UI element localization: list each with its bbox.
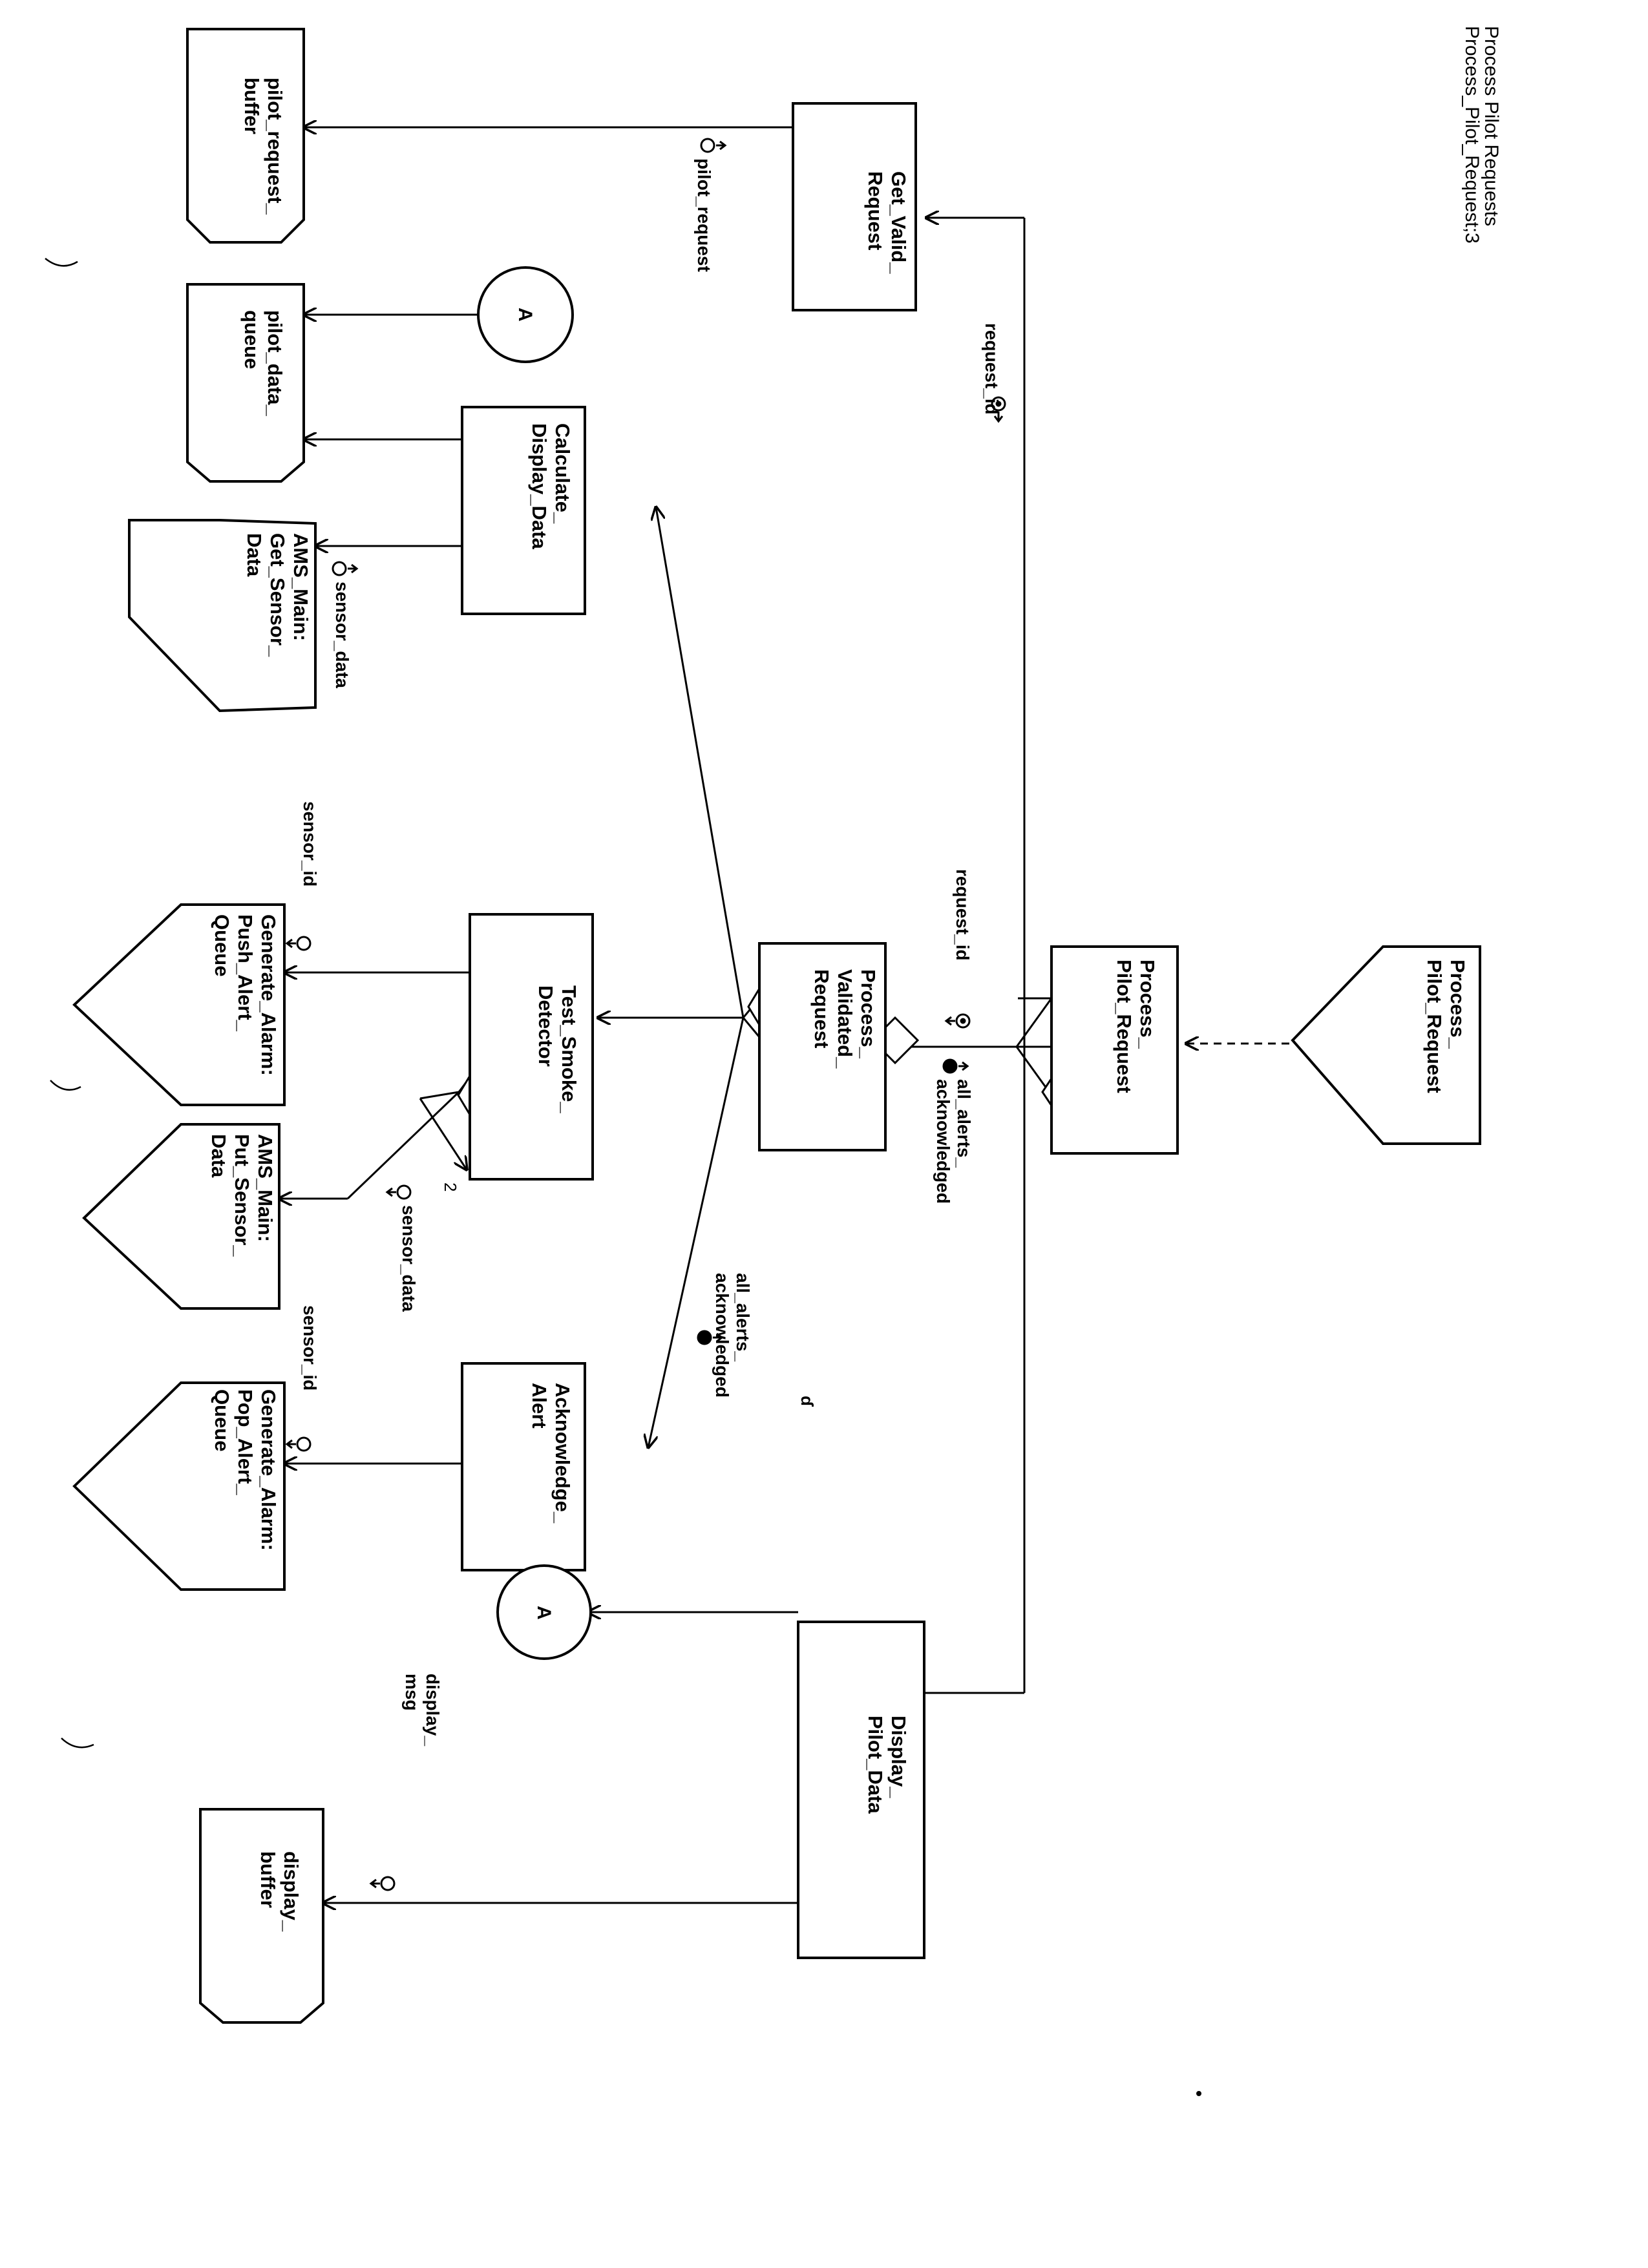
- couple-text: msg: [402, 1674, 422, 1711]
- module-line: Generate_Alarm:: [257, 914, 280, 1076]
- store-line: queue: [240, 310, 263, 369]
- module-call-box: Process_ Pilot_Request: [1050, 945, 1179, 1155]
- box-line: Pilot_Data: [864, 1716, 887, 1814]
- diagram-title: Process Pilot Requests: [1481, 26, 1502, 226]
- couple-label: request_id: [982, 323, 1002, 415]
- module-line: Data: [207, 1134, 230, 1178]
- module-call-box: Process_ Validated_ Request: [758, 942, 887, 1151]
- store-line: display_: [280, 1851, 302, 1932]
- couple-text: sensor_id: [300, 801, 320, 887]
- scan-dot: [1196, 2091, 1201, 2096]
- module-line: Generate_Alarm:: [257, 1389, 280, 1551]
- module-line: Push_Alert_: [234, 914, 257, 1032]
- module-call-box: Acknowledge_ Alert: [461, 1362, 586, 1571]
- couple-label: all_alerts_ acknowledged: [933, 1079, 974, 1204]
- store-line: buffer: [257, 1851, 279, 1908]
- couple-text: pilot_request: [694, 158, 714, 272]
- iteration-count: 2: [441, 1182, 460, 1192]
- module-line: Get_Sensor_: [266, 533, 289, 657]
- external-module: Process_ Pilot_Request: [1291, 945, 1481, 1145]
- box-line: Process_: [1136, 960, 1159, 1049]
- diagram-id: Process_Pilot_Request;3: [1461, 26, 1483, 244]
- stray-scribble: ɗ: [798, 1396, 817, 1407]
- external-module: Generate_Alarm: Pop_Alert_ Queue: [72, 1381, 286, 1591]
- couple-text: display_: [423, 1674, 443, 1746]
- box-line: Display_Data: [528, 423, 551, 549]
- couple-label: all_alerts_ acknowledged: [712, 1273, 753, 1398]
- box-line: Acknowledge_: [551, 1383, 574, 1524]
- couple-label: request_id: [953, 869, 973, 961]
- data-store: pilot_request_ buffer: [186, 28, 305, 244]
- couple-symbols: [285, 138, 1006, 1891]
- external-module: Generate_Alarm: Push_Alert_ Queue: [72, 903, 286, 1106]
- module-line: AMS_Main:: [290, 533, 312, 641]
- module-call-box: Test_Smoke_ Detector: [469, 913, 594, 1181]
- box-line: Get_Valid_: [887, 171, 910, 274]
- box-line: Test_Smoke_: [558, 985, 580, 1113]
- couple-text: sensor_data: [399, 1205, 419, 1312]
- couple-label: sensor_id: [300, 1305, 320, 1391]
- connector-circle: A: [496, 1564, 592, 1660]
- couple-text: sensor_id: [300, 1305, 320, 1391]
- external-module: AMS_Main: Get_Sensor_ Data: [128, 519, 317, 713]
- module-line: Queue: [211, 1389, 233, 1451]
- box-line: Detector: [534, 985, 557, 1067]
- module-line: Process_: [1446, 960, 1469, 1049]
- couple-text: request_id: [982, 323, 1002, 415]
- module-call-box: Calculate_ Display_Data: [461, 406, 586, 615]
- box-line: Process_: [857, 969, 880, 1059]
- couple-text: acknowledged: [933, 1079, 953, 1204]
- data-store: display_ buffer: [199, 1808, 324, 2024]
- store-line: buffer: [240, 78, 263, 134]
- connector-circle: A: [477, 266, 574, 363]
- module-line: Data: [243, 533, 266, 577]
- store-line: pilot_data_: [264, 310, 286, 416]
- box-line: Request: [864, 171, 887, 250]
- connector-label: A: [514, 308, 536, 322]
- module-line: AMS_Main:: [254, 1134, 277, 1242]
- module-call-box: Get_Valid_ Request: [792, 102, 917, 311]
- box-line: Request: [810, 969, 833, 1048]
- diagram-header: Process_Pilot_Request;3 Process Pilot Re…: [1461, 26, 1502, 244]
- module-call-box: Display_ Pilot_Data: [797, 1621, 925, 1959]
- couple-label: pilot_request: [694, 158, 714, 272]
- couple-label: sensor_data: [399, 1205, 419, 1312]
- box-line: Alert: [528, 1383, 551, 1429]
- couple-text: all_alerts_: [733, 1273, 753, 1361]
- scan-artifacts: [45, 258, 94, 1748]
- box-line: Validated_: [834, 969, 856, 1069]
- box-line: Pilot_Request: [1113, 960, 1136, 1093]
- external-module: AMS_Main: Put_Sensor_ Data: [82, 1123, 280, 1310]
- couple-text: request_id: [953, 869, 973, 961]
- module-line: Put_Sensor_: [231, 1134, 253, 1257]
- connector-label: A: [533, 1606, 555, 1620]
- box-line: Display_: [887, 1716, 910, 1798]
- box-line: Calculate_: [551, 423, 574, 524]
- store-line: pilot_request_: [264, 78, 286, 215]
- couple-text: all_alerts_: [954, 1079, 974, 1168]
- couple-text: acknowledged: [712, 1273, 732, 1398]
- data-store: pilot_data_ queue: [186, 283, 305, 483]
- module-line: Pilot_Request: [1423, 960, 1446, 1093]
- couple-label: display_ msg: [402, 1674, 443, 1746]
- module-line: Queue: [211, 914, 233, 976]
- module-line: Pop_Alert_: [234, 1389, 257, 1495]
- couple-label: sensor_data: [332, 582, 352, 688]
- couple-text: sensor_data: [332, 582, 352, 688]
- couple-label: sensor_id: [300, 801, 320, 887]
